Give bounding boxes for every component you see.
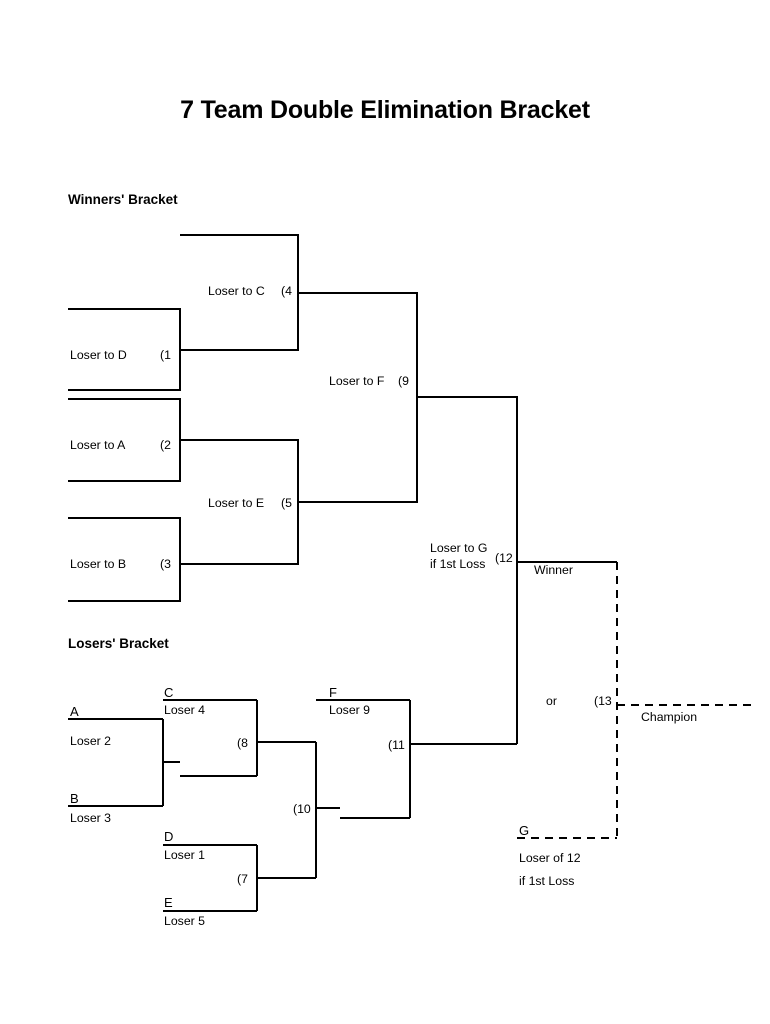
losers-game-11-number: (11 xyxy=(388,738,405,752)
losers-game-10-number: (10 xyxy=(293,802,311,816)
losers-slot-b-letter: B xyxy=(70,791,79,806)
winners-bracket-heading: Winners' Bracket xyxy=(68,192,178,207)
losers-slot-a-letter: A xyxy=(70,704,79,719)
winners-game-9-number: (9 xyxy=(398,374,409,388)
losers-slot-g-source-line1: Loser of 12 xyxy=(519,851,581,865)
winners-game-1-number: (1 xyxy=(160,348,171,362)
losers-slot-c-letter: C xyxy=(164,685,174,700)
winners-game-12-label-line1: Loser to G xyxy=(430,541,488,555)
losers-slot-e-source: Loser 5 xyxy=(164,914,206,928)
losers-slot-d-letter: D xyxy=(164,829,174,844)
winners-game-2-label: Loser to A xyxy=(70,438,126,452)
winners-game-9-label: Loser to F xyxy=(329,374,385,388)
losers-game-8-number: (8 xyxy=(237,736,248,750)
winners-game-2-number: (2 xyxy=(160,438,171,452)
game-13-number: (13 xyxy=(594,694,612,708)
losers-bracket-heading: Losers' Bracket xyxy=(68,636,169,651)
losers-slot-f-letter: F xyxy=(329,685,337,700)
winners-game-12-label-line2: if 1st Loss xyxy=(430,557,486,571)
page-title: 7 Team Double Elimination Bracket xyxy=(180,96,590,124)
winners-game-4-number: (4 xyxy=(281,284,292,298)
winners-game-12-number: (12 xyxy=(495,551,513,565)
losers-slot-c-source: Loser 4 xyxy=(164,703,206,717)
champion-label: Champion xyxy=(641,710,698,724)
winners-game-1-label: Loser to D xyxy=(70,348,127,362)
winner-label: Winner xyxy=(534,563,573,577)
losers-game-7-number: (7 xyxy=(237,872,248,886)
losers-slot-e-letter: E xyxy=(164,895,173,910)
winners-game-5-label: Loser to E xyxy=(208,496,265,510)
winners-game-4-label: Loser to C xyxy=(208,284,265,298)
losers-slot-g-letter: G xyxy=(519,823,530,838)
losers-slot-f-source: Loser 9 xyxy=(329,703,371,717)
losers-slot-a-source: Loser 2 xyxy=(70,734,112,748)
losers-slot-g-source-line2: if 1st Loss xyxy=(519,874,575,888)
winners-game-3-label: Loser to B xyxy=(70,557,127,571)
losers-slot-b-source: Loser 3 xyxy=(70,811,112,825)
losers-slot-d-source: Loser 1 xyxy=(164,848,206,862)
winners-game-3-number: (3 xyxy=(160,557,171,571)
winners-game-5-number: (5 xyxy=(281,496,292,510)
or-label: or xyxy=(546,694,557,708)
